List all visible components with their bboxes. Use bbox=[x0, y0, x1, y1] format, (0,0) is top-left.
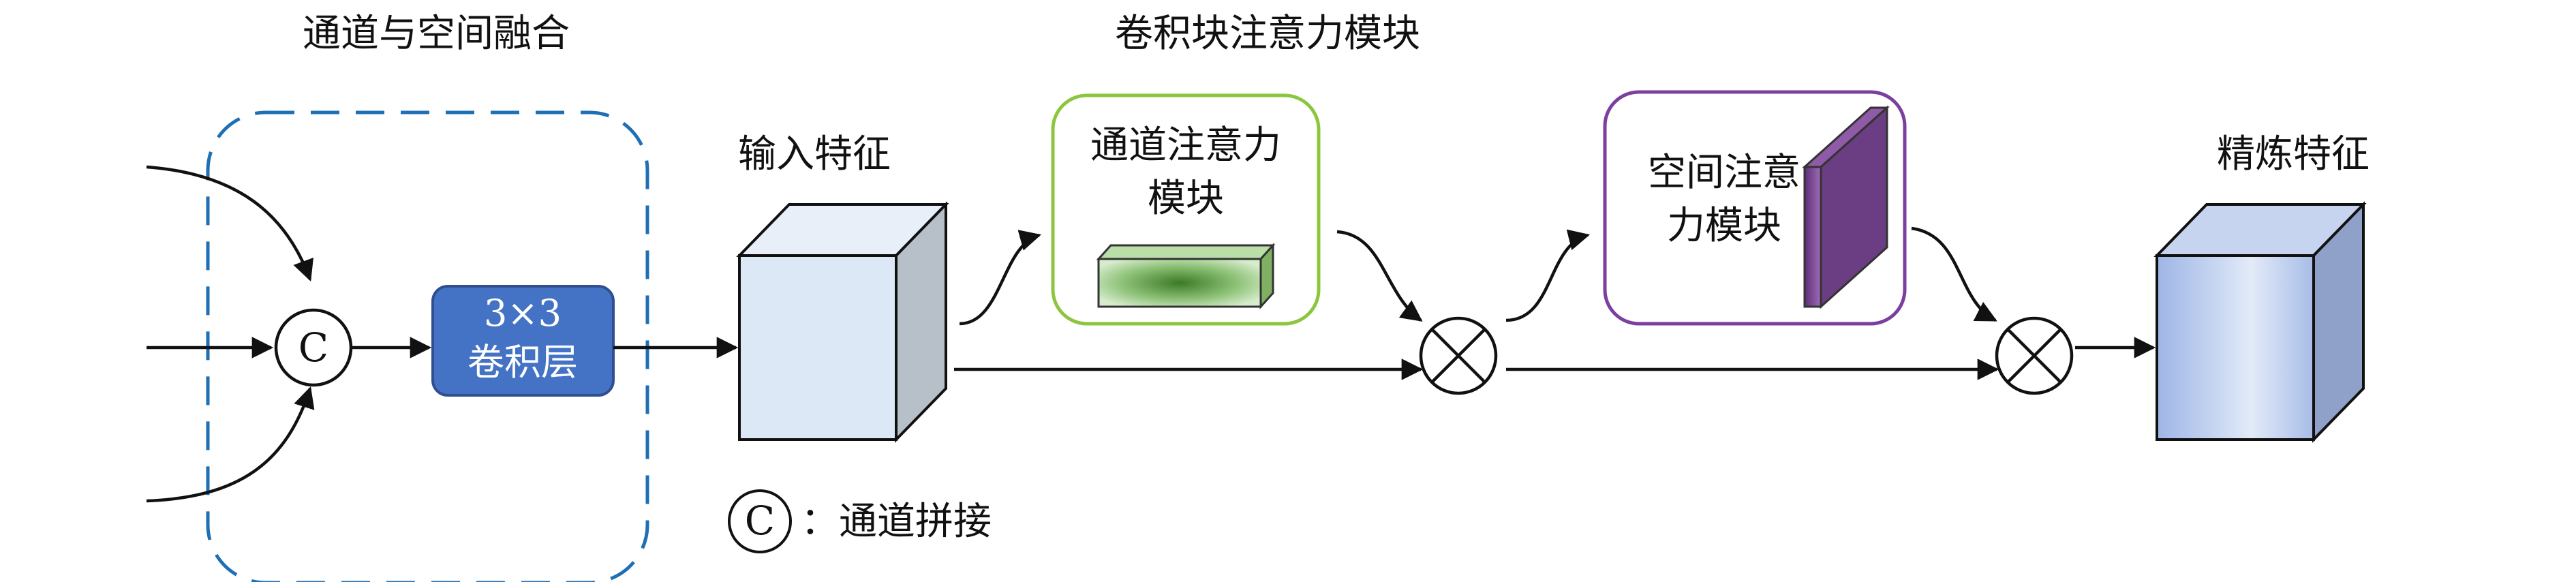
channel-to-multiply-arrow bbox=[1336, 230, 1423, 322]
conv-label-line2: 卷积层 bbox=[467, 341, 578, 384]
spatial-attention-slab bbox=[1802, 105, 1890, 309]
input-to-channel-arrow bbox=[959, 230, 1042, 326]
conv-label-line1: 3×3 bbox=[484, 292, 562, 335]
channel-attention-module: 通道注意力 模块 bbox=[1051, 93, 1321, 326]
legend-symbol: C bbox=[745, 497, 775, 544]
fusion-title: 通道与空间融合 bbox=[303, 12, 570, 56]
channel-attention-slab bbox=[1096, 243, 1276, 309]
refined-feature-cube bbox=[2153, 201, 2367, 443]
refined-feature-label: 精炼特征 bbox=[2217, 132, 2370, 177]
legend-text: ：通道拼接 bbox=[801, 500, 992, 544]
circled-times-icon-2 bbox=[1995, 316, 2074, 395]
spatial-attention-module: 空间注意 力模块 bbox=[1603, 90, 1907, 326]
conv-box bbox=[431, 285, 615, 397]
input-feature-label: 输入特征 bbox=[738, 132, 891, 177]
input-arrow-bottom bbox=[146, 386, 315, 503]
input-arrow-top bbox=[146, 165, 313, 281]
spatial-attention-label-line2: 力模块 bbox=[1667, 204, 1781, 248]
circled-times-icon bbox=[1419, 316, 1498, 395]
legend-circled-c-icon bbox=[728, 489, 792, 553]
input-feature-cube bbox=[736, 201, 949, 443]
concat-node: C bbox=[274, 308, 353, 387]
channel-attention-label-line2: 模块 bbox=[1148, 177, 1224, 221]
spatial-attention-label-line1: 空间注意 bbox=[1648, 151, 1800, 195]
circled-c-icon bbox=[274, 308, 353, 387]
conv-block: 3×3 卷积层 bbox=[431, 285, 615, 397]
channel-attention-label-line1: 通道注意力 bbox=[1090, 123, 1281, 168]
cbam-title: 卷积块注意力模块 bbox=[1115, 12, 1420, 56]
multiply-to-spatial-arrow bbox=[1505, 229, 1591, 322]
spatial-to-multiply-arrow bbox=[1911, 226, 1997, 322]
concat-symbol: C bbox=[298, 324, 328, 371]
legend: C ：通道拼接 bbox=[728, 489, 992, 553]
